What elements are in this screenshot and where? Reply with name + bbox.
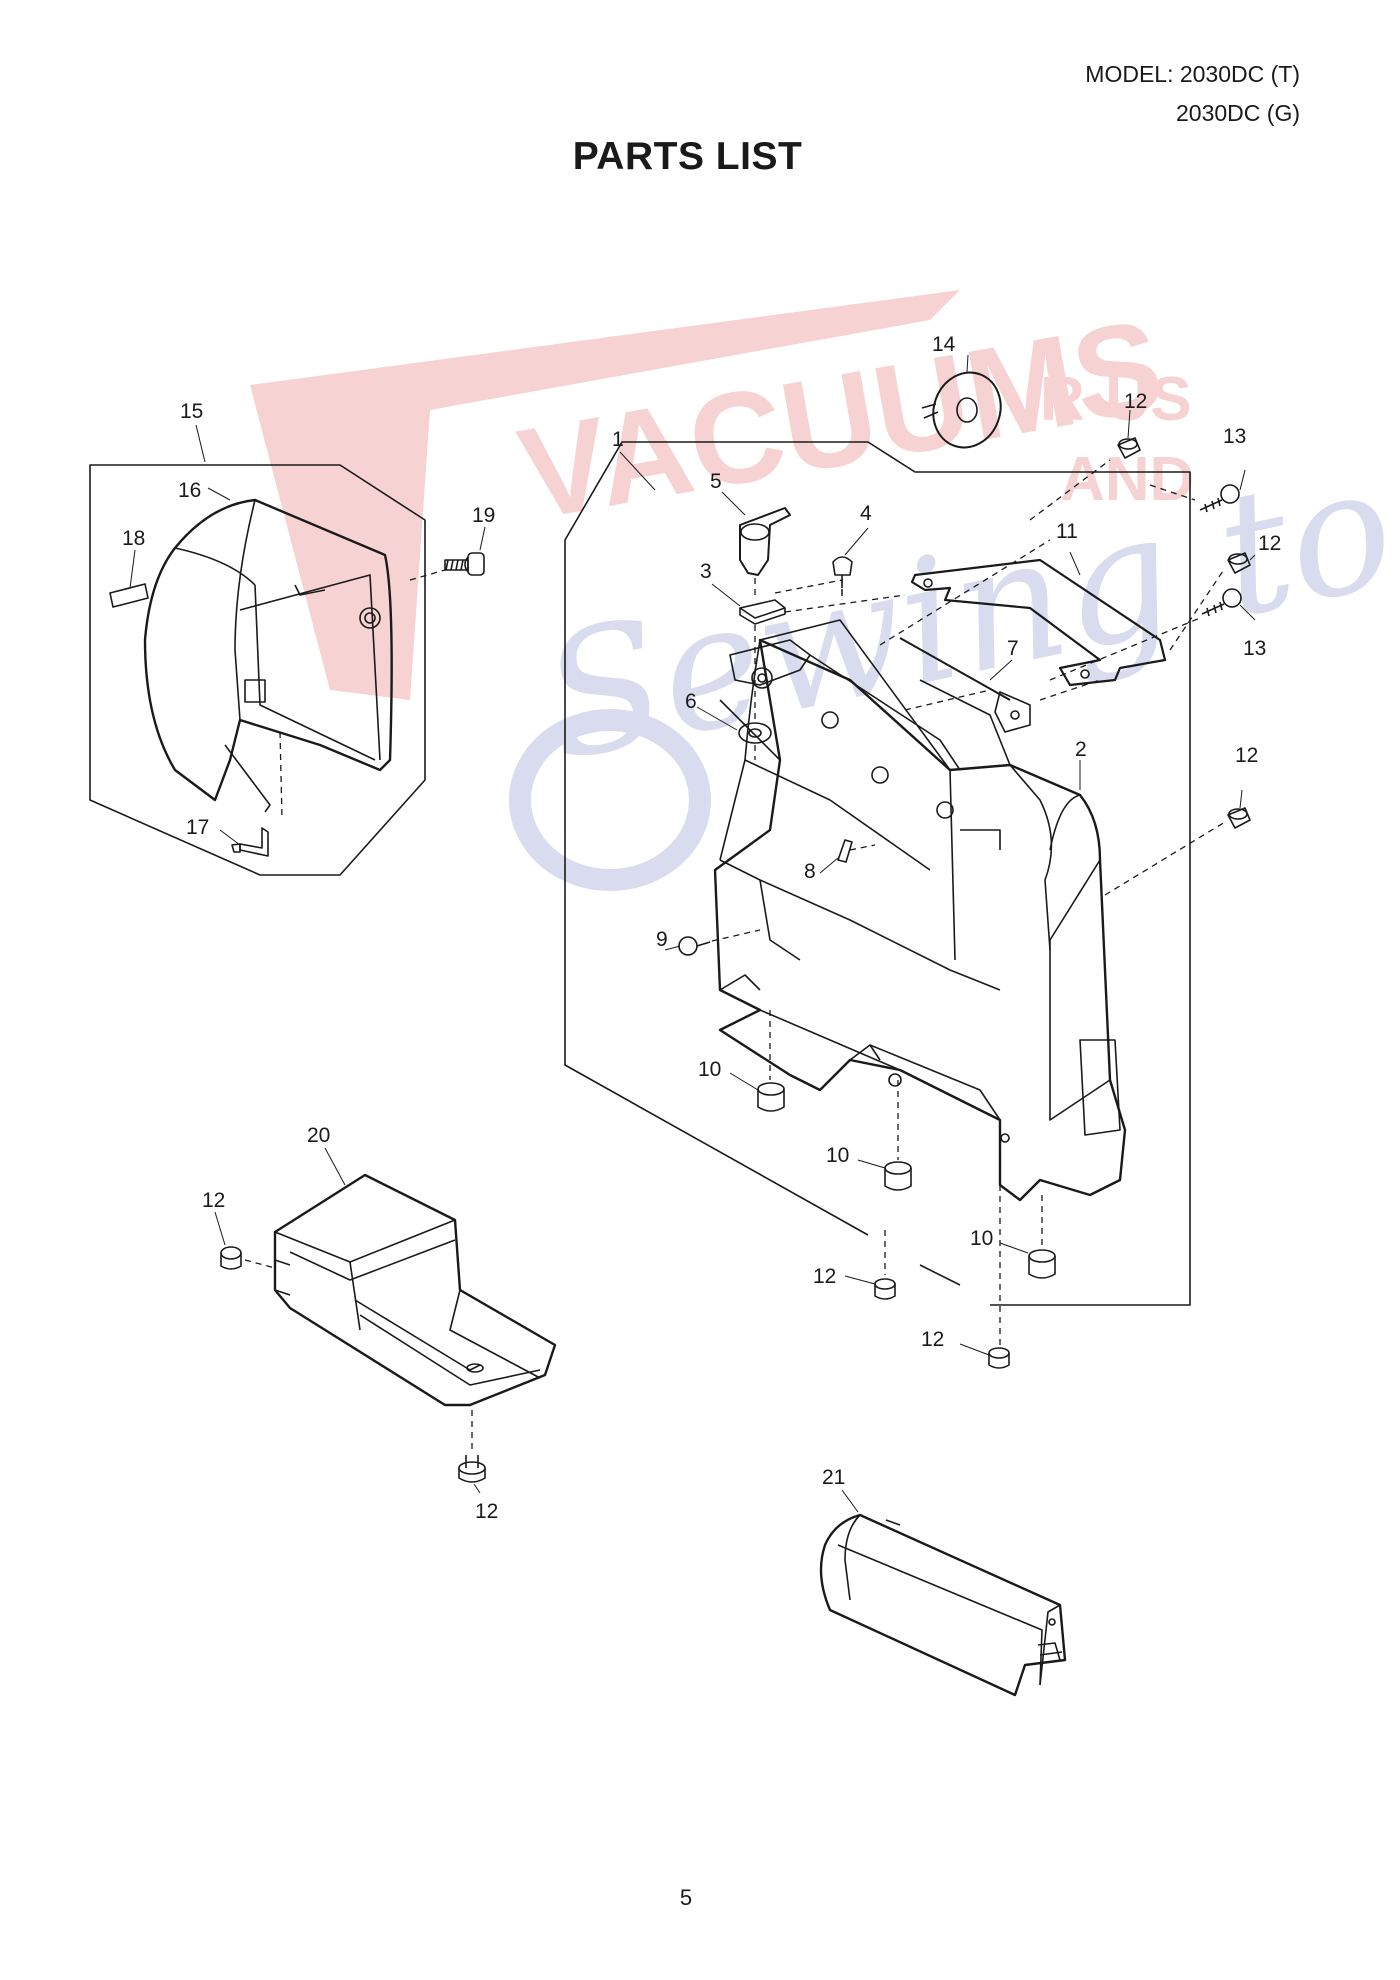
part-16-face-cover bbox=[143, 498, 393, 813]
part-mechanism-block bbox=[729, 639, 961, 819]
part-12f-screw bbox=[220, 1246, 242, 1270]
group-15-dash-lines bbox=[279, 569, 446, 819]
part-12e-screw bbox=[988, 1347, 1010, 1369]
callout-19: 19 bbox=[472, 504, 495, 527]
callout-12c: 12 bbox=[1235, 744, 1258, 767]
model-line-1: MODEL: 2030DC (T) bbox=[1085, 61, 1300, 87]
callout-13a: 13 bbox=[1223, 425, 1246, 448]
group-1-dash-lines bbox=[711, 459, 1226, 1345]
group-15-boundary bbox=[89, 464, 426, 876]
model-line-2: 2030DC (G) bbox=[1176, 100, 1300, 126]
callout-15: 15 bbox=[180, 400, 203, 423]
callout-3: 3 bbox=[700, 560, 712, 583]
part-12a-screw bbox=[1117, 437, 1141, 459]
callout-18: 18 bbox=[122, 527, 145, 550]
callout-6: 6 bbox=[685, 690, 697, 713]
callout-10b: 10 bbox=[826, 1144, 849, 1167]
watermark-swoosh bbox=[250, 290, 960, 700]
part-12g-screw bbox=[458, 1455, 486, 1483]
callout-14: 14 bbox=[932, 333, 956, 356]
part-9-screw bbox=[678, 936, 711, 956]
callout-1: 1 bbox=[612, 428, 624, 451]
callout-9: 9 bbox=[656, 928, 668, 951]
watermark: VACUUMS R-US AND Sewing too bbox=[250, 290, 1400, 891]
page-title: PARTS LIST bbox=[572, 135, 803, 178]
callout-20: 20 bbox=[307, 1124, 330, 1147]
callout-12e: 12 bbox=[921, 1328, 944, 1351]
callout-10c: 10 bbox=[970, 1227, 993, 1250]
watermark-line-2: R-US bbox=[1040, 365, 1192, 434]
callout-5: 5 bbox=[710, 470, 722, 493]
part-6-washer bbox=[738, 722, 772, 744]
part-21-leader-line bbox=[841, 1489, 859, 1513]
callout-8: 8 bbox=[804, 860, 816, 883]
callout-11: 11 bbox=[1056, 520, 1078, 543]
part-17-clip bbox=[231, 827, 269, 857]
callout-21: 21 bbox=[822, 1466, 845, 1489]
part-7-rod bbox=[899, 637, 1031, 733]
part-20-dash-lines bbox=[244, 1259, 473, 1452]
callout-10a: 10 bbox=[698, 1058, 721, 1081]
callout-7: 7 bbox=[1007, 637, 1019, 660]
part-21-cover bbox=[819, 1513, 1067, 1697]
page-number: 5 bbox=[679, 1885, 693, 1910]
group-1-boundary-gap bbox=[919, 1264, 961, 1286]
callout-2: 2 bbox=[1075, 738, 1087, 761]
part-13b-screw bbox=[1201, 588, 1242, 617]
callout-12b: 12 bbox=[1258, 532, 1281, 555]
callout-16: 16 bbox=[178, 479, 201, 502]
part-2-frame bbox=[713, 619, 1127, 1202]
part-8-pin bbox=[837, 839, 853, 863]
callout-12g: 12 bbox=[475, 1500, 498, 1523]
part-12c-screw bbox=[1227, 807, 1251, 829]
group-1-boundary-right bbox=[990, 471, 1191, 1306]
part-20-tray bbox=[273, 1173, 557, 1407]
group-1-boundary bbox=[564, 441, 1070, 1236]
group-1-leader-lines bbox=[619, 354, 1256, 1356]
callout-13b: 13 bbox=[1243, 637, 1266, 660]
callout-4: 4 bbox=[860, 502, 872, 525]
callout-labels: 1 2 3 4 5 6 7 8 9 10 10 10 11 12 12 12 1… bbox=[122, 333, 1281, 1523]
callout-12f: 12 bbox=[202, 1189, 225, 1212]
part-10b-foot bbox=[884, 1161, 912, 1191]
part-18-label bbox=[109, 583, 149, 608]
part-11-handle bbox=[910, 558, 1167, 687]
callout-12d: 12 bbox=[813, 1265, 836, 1288]
part-5-spindle bbox=[739, 507, 791, 576]
callout-12a: 12 bbox=[1124, 390, 1147, 413]
part-10c-foot bbox=[1028, 1249, 1056, 1279]
group-15-leader-lines bbox=[129, 424, 486, 846]
callout-17: 17 bbox=[186, 816, 209, 839]
part-13a-screw bbox=[1199, 484, 1240, 513]
part-12d-screw bbox=[874, 1278, 896, 1300]
part-10a-foot bbox=[757, 1082, 785, 1112]
part-12b-screw bbox=[1227, 552, 1251, 574]
part-20-leader-lines bbox=[214, 1147, 481, 1494]
part-19-screw bbox=[444, 552, 485, 576]
watermark-swirl bbox=[509, 709, 711, 891]
part-14-disk bbox=[921, 371, 1002, 449]
